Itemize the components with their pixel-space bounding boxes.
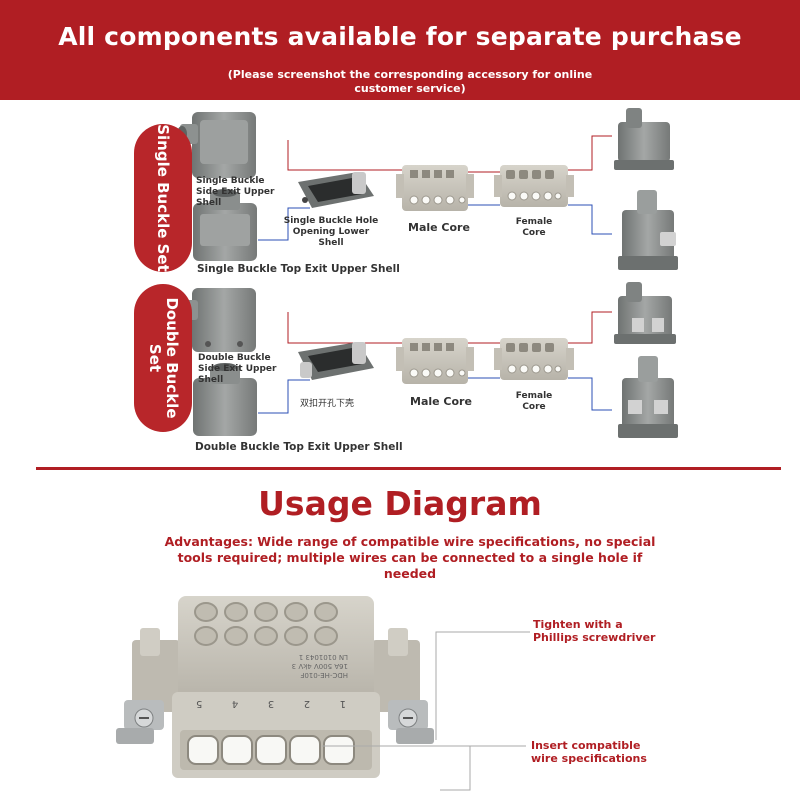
label-single-top-exit-upper-shell: Single Buckle Top Exit Upper Shell bbox=[197, 263, 400, 275]
single-buckle-set-badge: Single Buckle Set bbox=[134, 124, 192, 272]
retaining-screws bbox=[116, 700, 434, 744]
single-male-core bbox=[396, 165, 474, 211]
line-double-top-upper bbox=[258, 379, 310, 414]
double-female-core bbox=[494, 338, 574, 380]
header-banner bbox=[0, 0, 800, 100]
double-buckle-set-badge: Double Buckle Set bbox=[134, 284, 192, 432]
label-double-female-core: Female Core bbox=[515, 391, 553, 412]
label-double-side-exit-upper-shell: Double Buckle Side Exit Upper Shell bbox=[198, 353, 277, 385]
label-single-hole-opening-lower-shell: Single Buckle Hole Opening Lower Shell bbox=[283, 216, 379, 248]
note-insert-wire: Insert compatible wire specifications bbox=[531, 739, 647, 765]
insert-number: 4 bbox=[231, 698, 239, 709]
single-right-bottom-shell bbox=[618, 190, 678, 270]
double-right-top-shell bbox=[614, 282, 676, 344]
single-side-exit-upper-shell bbox=[177, 112, 256, 178]
section-divider bbox=[36, 467, 781, 470]
single-top-exit-upper-shell bbox=[193, 189, 257, 261]
label-double-top-exit-upper-shell: Double Buckle Top Exit Upper Shell bbox=[195, 441, 403, 453]
line-double-female-right-top bbox=[568, 311, 612, 344]
insert-top-numbers: 1 2 3 4 5 bbox=[196, 698, 346, 709]
double-male-core bbox=[396, 338, 474, 384]
usage-advantages: Advantages: Wide range of compatible wir… bbox=[164, 534, 656, 581]
single-lower-shell bbox=[298, 172, 374, 208]
line-single-female-right-bottom bbox=[568, 204, 612, 235]
print-line: HDC-HE-010F bbox=[300, 671, 348, 679]
header-subtitle: (Please screenshot the corresponding acc… bbox=[227, 68, 593, 95]
label-single-female-core: Female Core bbox=[515, 217, 553, 238]
header-title: All components available for separate pu… bbox=[58, 22, 742, 51]
line-single-female-right-top bbox=[568, 135, 612, 171]
line-single-side-upper bbox=[287, 140, 402, 171]
note-tighten-screwdriver: Tighten with a Phillips screwdriver bbox=[533, 618, 656, 644]
note-line-wire bbox=[322, 745, 471, 791]
usage-title: Usage Diagram bbox=[258, 484, 542, 523]
print-line: 16A 500V 4kV 3 bbox=[291, 662, 348, 670]
single-right-top-shell bbox=[614, 108, 674, 170]
label-double-hole-opening-lower-shell: 双扣开孔下壳 bbox=[300, 399, 355, 409]
print-line: LN 0101043 1 bbox=[298, 653, 348, 661]
insert-number: 3 bbox=[267, 698, 275, 709]
insert-print-markings: HDC-HE-010F 16A 500V 4kV 3 LN 0101043 1 bbox=[228, 652, 348, 679]
insert-number: 1 bbox=[339, 698, 346, 709]
line-double-side-upper bbox=[287, 312, 402, 344]
line-double-female-right-bottom bbox=[568, 377, 612, 411]
line-single-top-upper bbox=[258, 207, 310, 241]
usage-connector-insert bbox=[116, 596, 530, 791]
single-female-core bbox=[494, 165, 574, 207]
label-single-side-exit-upper-shell: Single Buckle Side Exit Upper Shell bbox=[196, 176, 275, 208]
insert-number: 5 bbox=[196, 698, 203, 709]
double-lower-shell bbox=[298, 342, 374, 380]
double-top-exit-upper-shell bbox=[193, 363, 257, 436]
insert-number: 2 bbox=[303, 698, 311, 709]
note-line-screw bbox=[435, 631, 530, 740]
label-double-male-core: Male Core bbox=[410, 395, 472, 408]
double-right-bottom-shell bbox=[618, 356, 678, 438]
label-single-male-core: Male Core bbox=[408, 221, 470, 234]
